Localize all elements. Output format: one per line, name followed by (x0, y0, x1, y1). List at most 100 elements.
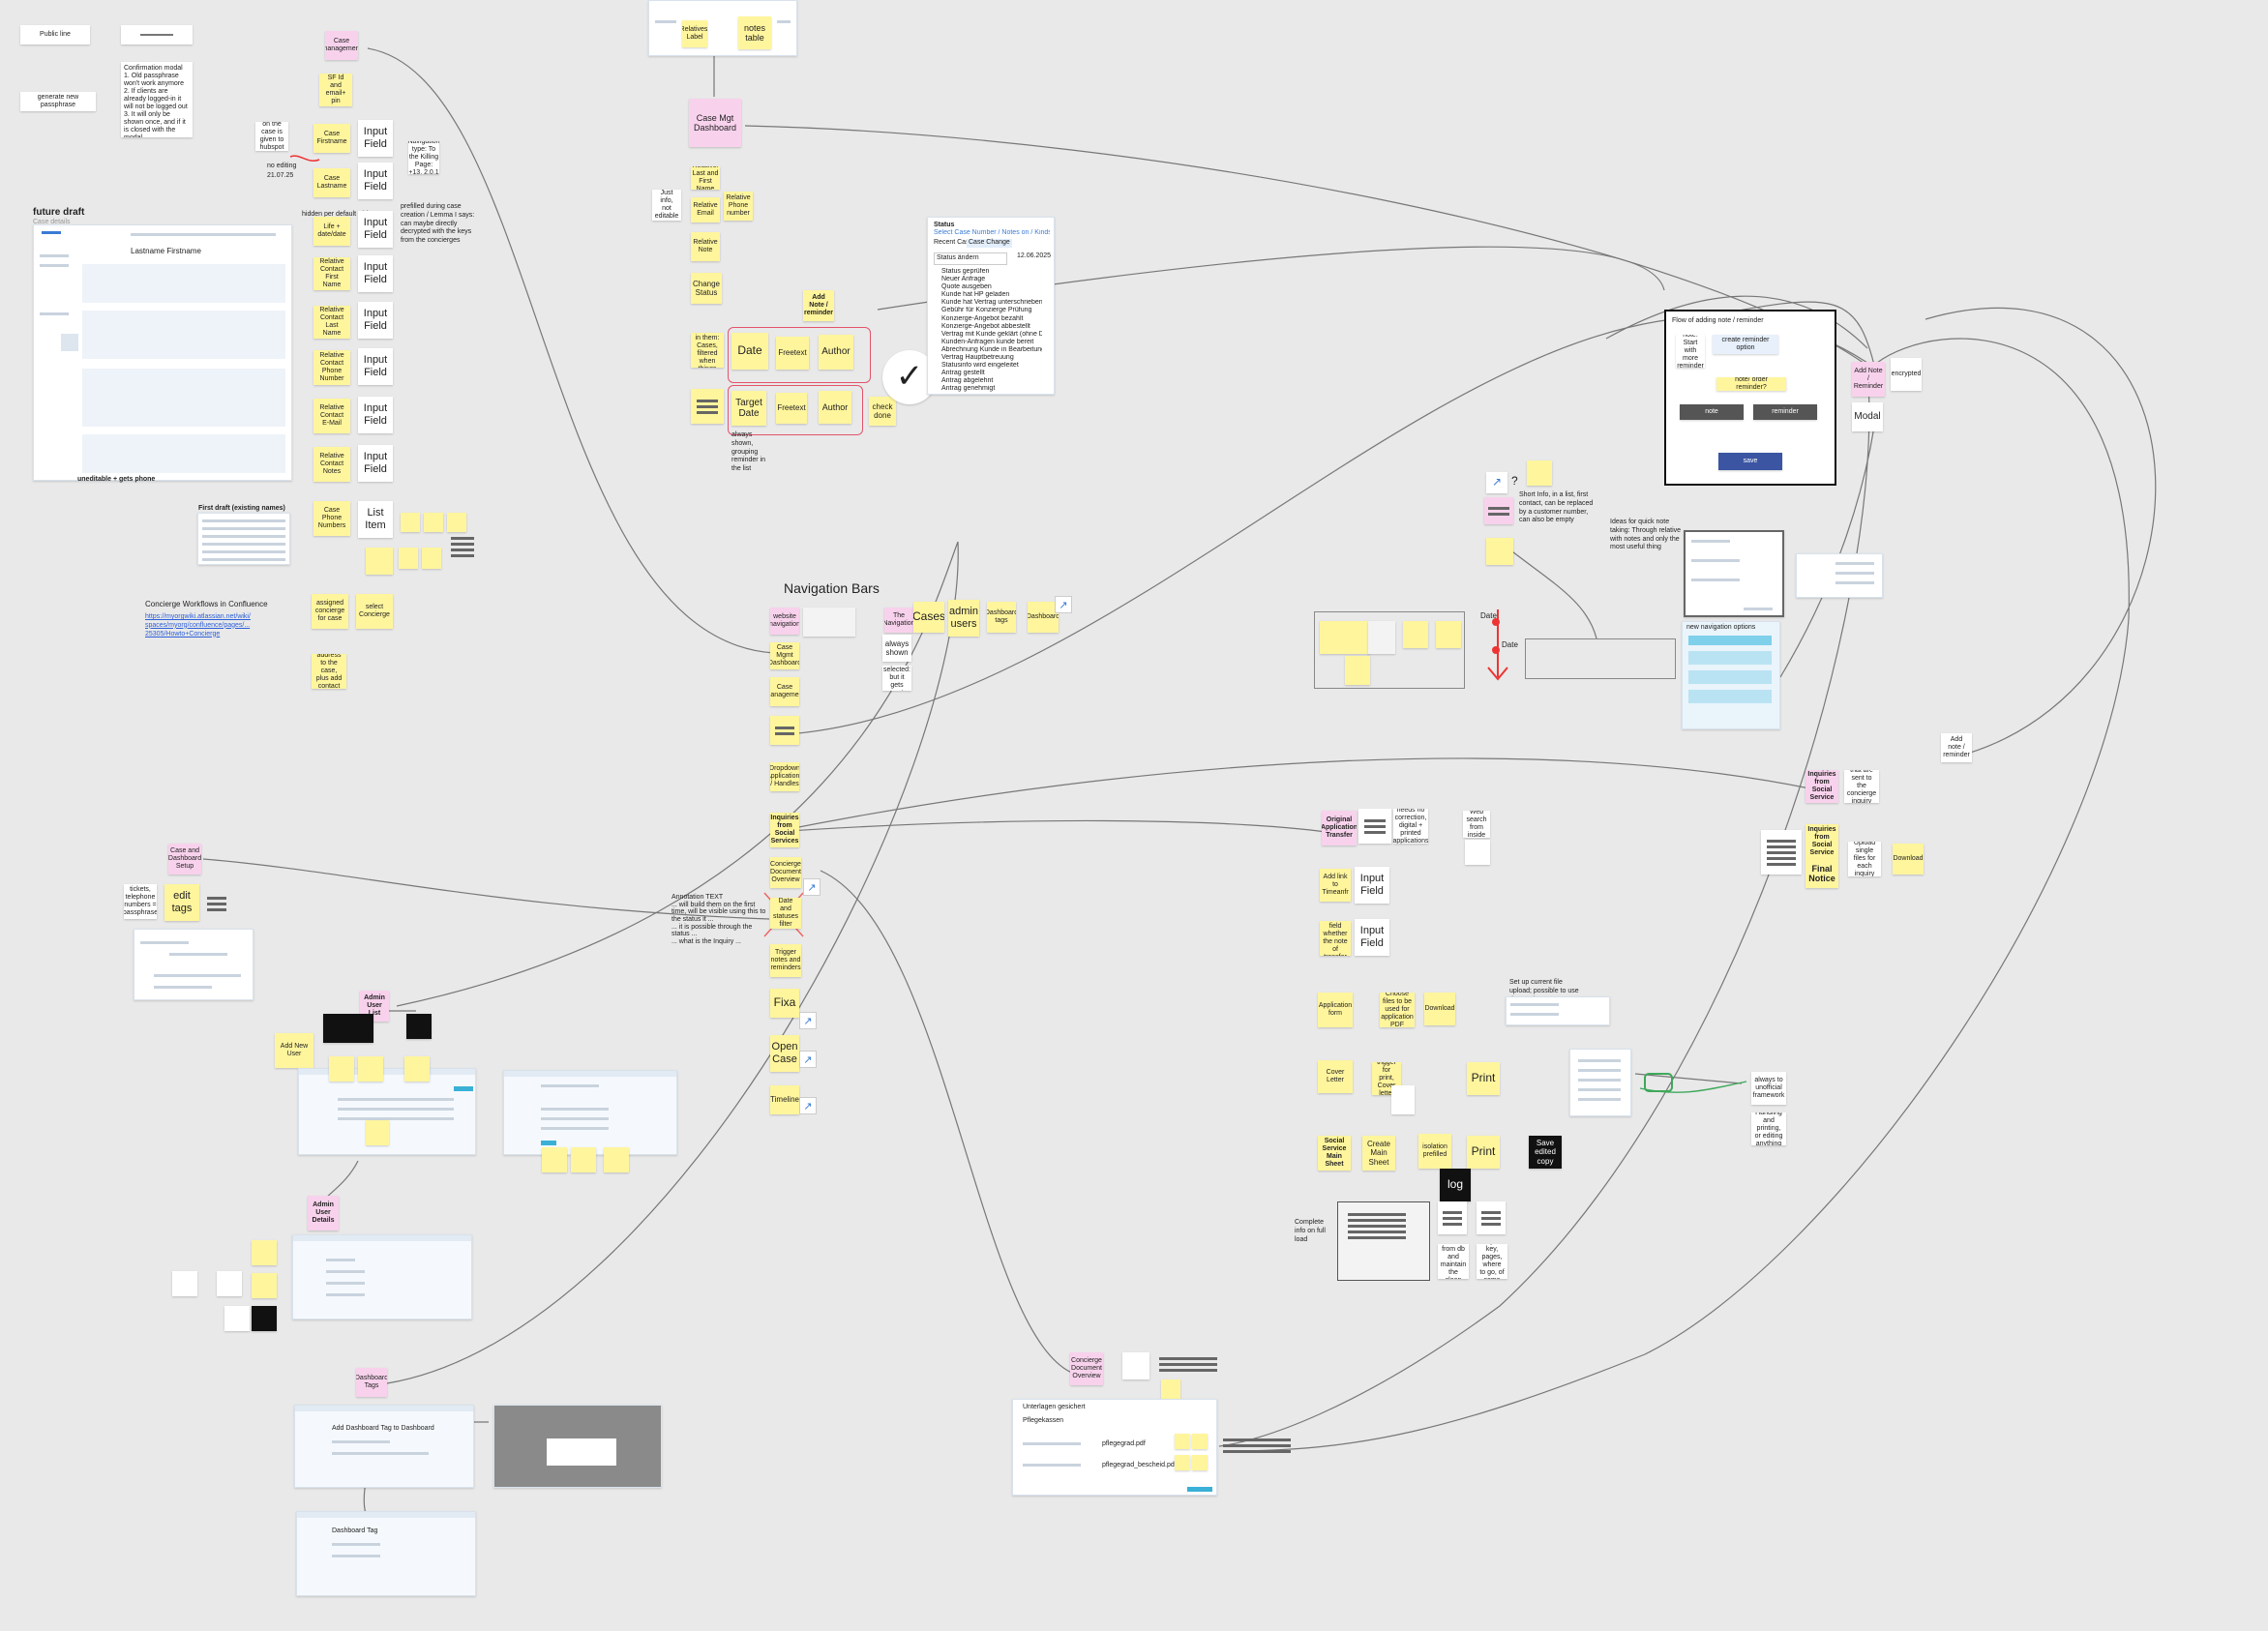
all-notes-sticky[interactable]: All notes in them: Cases, filtered when … (691, 333, 724, 368)
dashboard-tags-mockup[interactable]: Add Dashboard Tag to Dashboard (294, 1405, 474, 1488)
generate-passphrase-note[interactable]: generate new passphrase (20, 92, 96, 111)
notes-table-sticky[interactable]: notes table (738, 16, 771, 49)
check-done-sticky[interactable]: check done (869, 397, 896, 426)
case-management-sticky[interactable]: Case management (325, 31, 358, 60)
status-panel[interactable]: Status Select Case Number / Notes on / K… (927, 217, 1055, 395)
grey-block[interactable] (1368, 621, 1395, 654)
save-button[interactable]: save (1718, 453, 1782, 470)
note-modal-mockup[interactable] (1684, 530, 1784, 617)
blank-sticky[interactable] (604, 1147, 629, 1172)
case-mgmt-dashboard-nav-sticky[interactable]: Case Mgmt Dashboard (770, 642, 799, 669)
navigation-note[interactable]: Navigation type: To the Killing Page: +1… (408, 141, 439, 174)
future-draft-mockup[interactable]: Lastname Firstname (33, 224, 292, 481)
input-field-relative-email[interactable]: Input Field (358, 397, 393, 433)
status-option[interactable]: Neuer Anfrage (941, 276, 986, 283)
blank-sticky[interactable] (224, 1306, 250, 1331)
relative-email-sticky[interactable]: Relative Contact E-Mail (313, 399, 350, 433)
freetext-reminder-sticky[interactable]: Freetext (776, 393, 807, 424)
black-block[interactable] (406, 1014, 432, 1039)
reminder-button[interactable]: reminder (1753, 404, 1817, 420)
social-service-sticky[interactable]: Social Service Main Sheet (1318, 1136, 1351, 1171)
external-link-icon[interactable]: ↗ (799, 1051, 817, 1068)
input-field-life[interactable]: Input Field (358, 211, 393, 248)
add-note-reminder-note[interactable]: Add note / reminder (1941, 733, 1972, 762)
new-nav-mockup[interactable]: new navigation options (1682, 621, 1780, 729)
input-field-lastname[interactable]: Input Field (358, 163, 393, 199)
date-range-box[interactable] (1525, 638, 1676, 679)
final-notice-sticky[interactable]: Final Notice (1805, 859, 1838, 888)
inquiries-social-sticky[interactable]: Inquiries from Social Service (1805, 770, 1838, 803)
relative-note-sticky[interactable]: Relative Note (691, 232, 720, 261)
case-dashboard-setup-sticky[interactable]: Case and Dashboard Setup (168, 844, 201, 875)
encrypted-note[interactable]: encrypted (1891, 358, 1922, 391)
status-option[interactable]: Quote ausgeben (941, 283, 992, 291)
dashboard-tag-details-mockup[interactable]: Dashboard Tag (296, 1511, 476, 1596)
case-mgt-dashboard-sticky[interactable]: Case Mgt Dashboard (689, 99, 741, 147)
add-new-user-sticky[interactable]: Add New User (275, 1033, 313, 1068)
blank-sticky[interactable] (217, 1271, 242, 1296)
line-placeholder-note[interactable] (121, 25, 193, 44)
dashboard-tags-sticky-admin[interactable]: Dashboard Tags (356, 1368, 387, 1397)
address-note-sticky[interactable]: add address to the case, plus add contac… (312, 654, 346, 689)
status-option[interactable]: Kunde hat HP geladen (941, 291, 1010, 299)
website-nav-sticky[interactable]: website navigation (770, 608, 799, 635)
relative-phone-sticky[interactable]: Relative Contact Phone Number (313, 350, 350, 385)
blank-sticky[interactable] (571, 1147, 596, 1172)
date-frame[interactable] (1314, 611, 1465, 689)
blank-sticky[interactable] (252, 1240, 277, 1265)
blank-sticky[interactable] (1403, 621, 1428, 648)
add-user-modal-mockup[interactable] (503, 1070, 677, 1155)
trigger-note[interactable]: Trigger note: Start with more reminder i… (1676, 335, 1705, 368)
blank-sticky[interactable] (1192, 1455, 1208, 1470)
black-block[interactable] (252, 1306, 277, 1331)
pending-sticky[interactable]: Dropdown Applications / Handles (770, 762, 799, 791)
choose-files-sticky[interactable]: Choose files to be used for application … (1380, 993, 1415, 1027)
add-note-reminder-sticky[interactable]: Add Note / reminder (803, 290, 834, 321)
blank-sticky[interactable] (329, 1056, 354, 1082)
blank-sticky[interactable] (366, 1120, 389, 1145)
confluence-link[interactable]: https://myorgwiki.atlassian.net/wiki/spa… (145, 613, 251, 638)
status-option[interactable]: Gebühr für Konzierge Prüfung (941, 307, 1032, 314)
cases-sticky[interactable]: Cases (913, 602, 944, 633)
blank-sticky[interactable] (1486, 538, 1513, 565)
blank-sticky[interactable] (1192, 1434, 1208, 1449)
input-field-relative-notes[interactable]: Input Field (358, 445, 393, 482)
blank-note[interactable] (1465, 840, 1490, 865)
status-option[interactable]: Antrag genehmigt (941, 385, 996, 393)
status-option[interactable]: Vertrag mit Kunde geklärt (ohne Druck) (941, 330, 1042, 338)
blank-sticky[interactable] (1527, 460, 1552, 486)
case-phone-sticky[interactable]: Case Phone Numbers (313, 501, 350, 536)
save-button[interactable] (541, 1141, 556, 1145)
case-management-nav-sticky[interactable]: Case management (770, 677, 799, 706)
external-link-icon[interactable]: ↗ (799, 1012, 817, 1029)
blank-sticky[interactable] (542, 1147, 567, 1172)
lines-sticky[interactable] (691, 389, 724, 424)
print-sticky-1[interactable]: Print (1467, 1062, 1500, 1095)
blank-sticky[interactable] (1175, 1434, 1190, 1449)
print-sticky-2[interactable]: Print (1467, 1136, 1500, 1169)
lines-note[interactable] (1761, 830, 1802, 875)
change-status-sticky[interactable]: Change Status (691, 273, 722, 304)
timeline-sticky[interactable]: Timeline (770, 1085, 799, 1114)
blank-sticky[interactable] (1345, 656, 1370, 685)
sf-id-sticky[interactable]: SF Id and email+ pin (319, 74, 352, 106)
just-info-note[interactable]: Just info, not editable (652, 190, 681, 221)
download-sticky[interactable]: Download (1893, 844, 1924, 875)
notes-table-mockup[interactable]: Relatives: Label notes table (648, 0, 797, 56)
add-field-sticky[interactable]: Add a field whether the note of transfer (1320, 921, 1351, 956)
author-sticky[interactable]: Author (819, 335, 853, 370)
blank-sticky[interactable] (422, 548, 441, 569)
status-option[interactable]: Vertrag Hauptbetreuung (941, 354, 1014, 362)
black-block[interactable] (323, 1014, 373, 1043)
nav-option[interactable] (1688, 670, 1772, 684)
concierge-doc-sticky[interactable]: Concierge Document Overview (1070, 1352, 1103, 1385)
trigger-notes-sticky[interactable]: Trigger notes and reminders (770, 944, 801, 977)
assigned-concierge-sticky[interactable]: assigned concierge for case (312, 594, 348, 629)
relative-notes-sticky[interactable]: Relative Contact Notes (313, 447, 350, 482)
status-option[interactable]: Kunde hat Vertrag unterschrieben (941, 299, 1042, 307)
create-main-sticky[interactable]: Create Main Sheet (1362, 1136, 1395, 1171)
status-option[interactable]: Abrechnung Kunde in Bearbeitung (941, 345, 1042, 353)
inquiries-nav-sticky[interactable]: Inquiries from Social Services (770, 813, 799, 847)
status-option[interactable]: Antrag gestellt (941, 370, 985, 377)
